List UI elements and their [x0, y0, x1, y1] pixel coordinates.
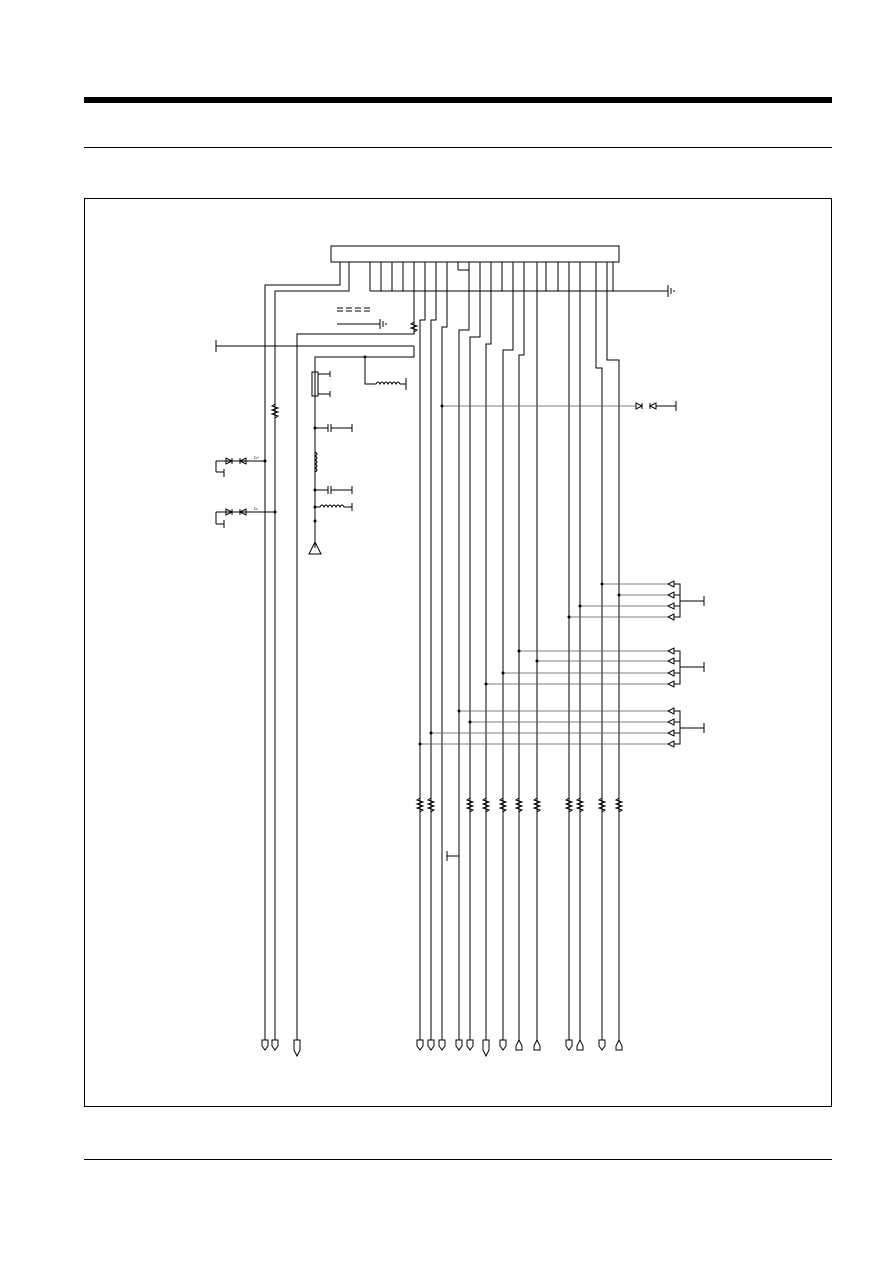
diode-label: D+: [254, 455, 260, 460]
resistor-r2: [409, 321, 419, 333]
series-resistors: [415, 797, 624, 813]
left-signal-lines: [264, 262, 415, 1040]
esd-diode-array-1: [567, 580, 705, 621]
decoupling-capacitors: [337, 307, 387, 329]
port-connectors: [261, 1038, 623, 1058]
esd-diode-array-2: [484, 647, 705, 688]
esd-diodes-left: D+ D-: [215, 455, 277, 528]
diode-label: D-: [254, 506, 259, 511]
header-rule-thin: [84, 147, 832, 148]
esd-diode-top-right: [440, 401, 677, 411]
esd-diode-array-3: [418, 707, 705, 748]
connector-block: [330, 245, 620, 263]
power-filter-chain: [308, 346, 415, 555]
footer-rule: [84, 1159, 832, 1160]
header-rule-thick: [84, 97, 832, 103]
resistor-r1: [270, 403, 280, 419]
schematic-frame: [84, 198, 832, 1107]
